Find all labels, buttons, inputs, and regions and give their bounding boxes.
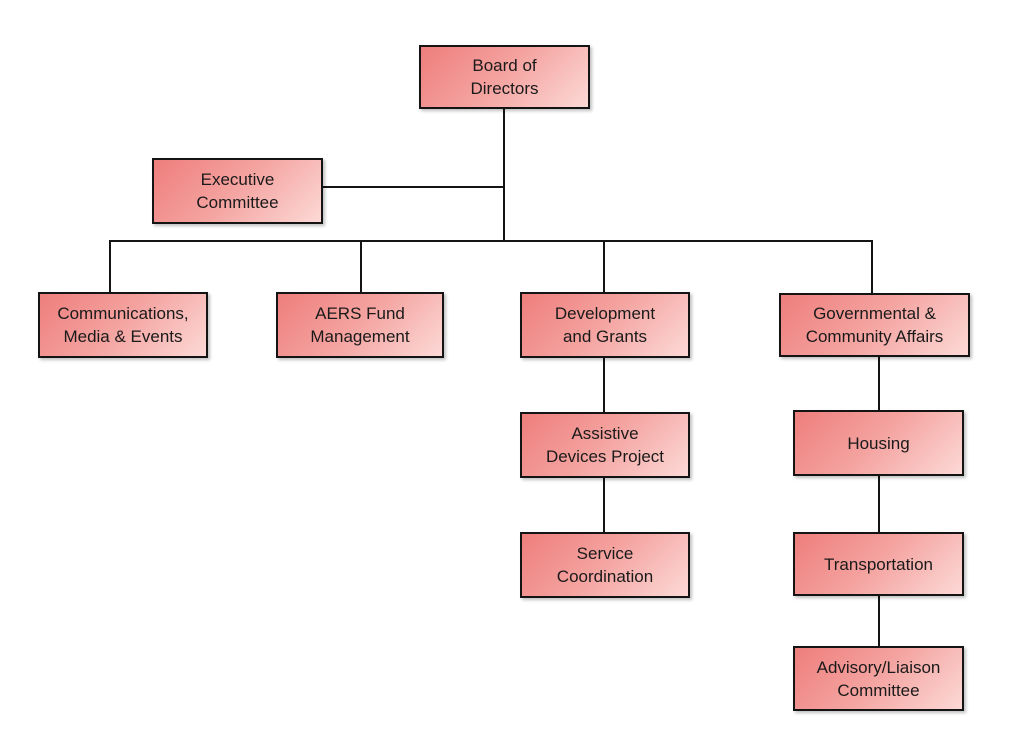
node-board-of-directors: Board of Directors xyxy=(419,45,590,109)
node-development-and-grants: Development and Grants xyxy=(520,292,690,358)
node-assistive-devices-project: Assistive Devices Project xyxy=(520,412,690,478)
node-executive-committee: Executive Committee xyxy=(152,158,323,224)
node-transportation: Transportation xyxy=(793,532,964,596)
node-advisory-liaison-committee: Advisory/Liaison Committee xyxy=(793,646,964,711)
node-service-coordination: Service Coordination xyxy=(520,532,690,598)
node-communications-media-events: Communications, Media & Events xyxy=(38,292,208,358)
node-aers-fund-management: AERS Fund Management xyxy=(276,292,444,358)
node-housing: Housing xyxy=(793,410,964,476)
node-governmental-community-affairs: Governmental & Community Affairs xyxy=(779,293,970,357)
